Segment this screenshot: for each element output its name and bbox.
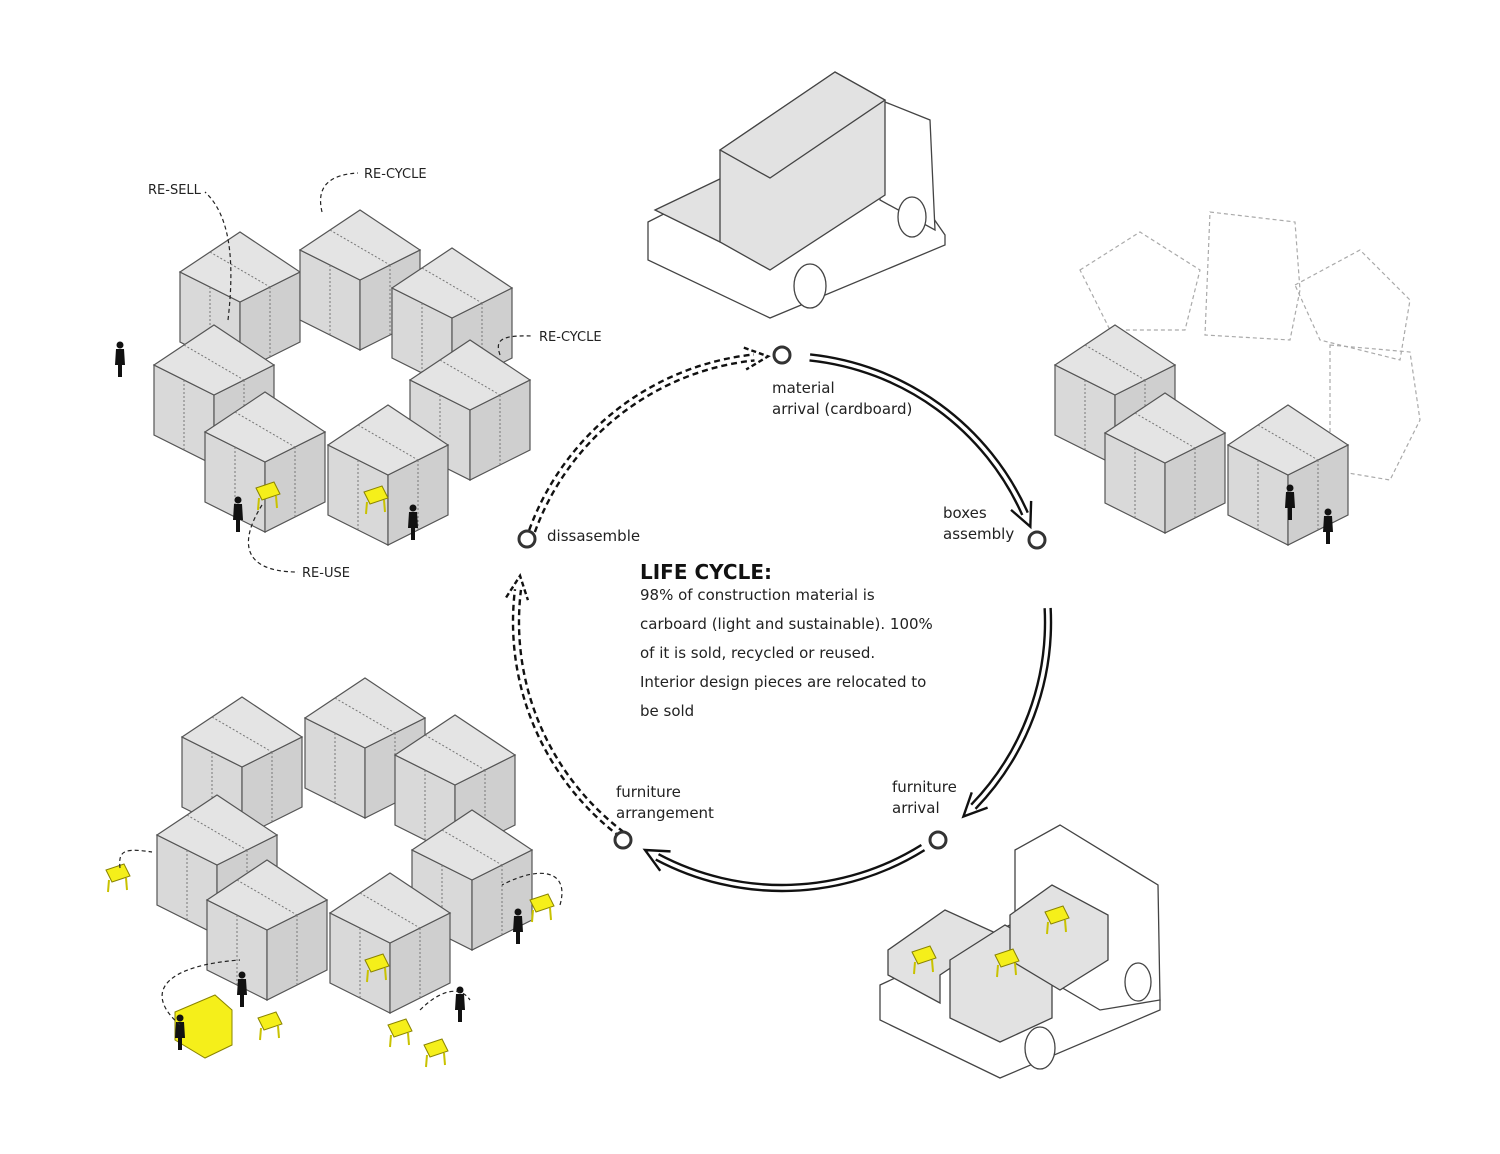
stage-label-boxes-line2: assembly (943, 525, 1014, 543)
stage-node-furniture-arrival (928, 830, 948, 850)
table-icon (105, 863, 131, 893)
life-cycle-title: LIFE CYCLE: (640, 560, 772, 584)
chair-icon (529, 893, 555, 923)
stage-label-material-line1: material (772, 379, 835, 397)
stage-node-furniture-arrangement (613, 830, 633, 850)
stage-label-material-line2: arrival (cardboard) (772, 400, 912, 418)
cycle-arc (974, 607, 1053, 810)
cycle-arc (970, 608, 1047, 806)
cycle-arc (655, 849, 926, 893)
stage-label-arrangement-line1: furniture (616, 783, 681, 801)
stage-label-arrangement-line2: arrangement (616, 804, 714, 822)
recycle-label-top: RE-CYCLE (364, 167, 427, 182)
stage-node-boxes-assembly (1027, 530, 1047, 550)
life-cycle-body-line: 98% of construction material is (640, 586, 875, 604)
walking-person-icon (115, 341, 125, 377)
life-cycle-body-line: be sold (640, 702, 694, 720)
cycle-arc (657, 844, 923, 887)
stage-label-boxes-line1: boxes (943, 504, 987, 522)
arrowhead-icon (743, 346, 771, 371)
resell-label: RE-SELL (148, 183, 202, 198)
cycle-arc (528, 353, 755, 531)
arrowhead-icon (961, 791, 989, 819)
arrowhead-icon (505, 573, 530, 601)
arrowhead-icon (1010, 500, 1033, 530)
truck-furniture-arrival (879, 824, 1161, 1079)
stage-label-dissasemble: dissasemble (547, 527, 640, 545)
module-ring-assembly (1054, 211, 1421, 546)
life-cycle-body-line: Interior design pieces are relocated to (640, 673, 926, 691)
truck-material-arrival (647, 71, 946, 319)
life-cycle-body-line: of it is sold, recycled or reused. (640, 644, 875, 662)
cycle-arc (517, 589, 625, 833)
stage-node-material-arrival (772, 345, 792, 365)
module-ring-furnished (105, 677, 563, 1068)
stage-label-furniture-arrival-line2: arrival (892, 799, 940, 817)
reuse-label: RE-USE (302, 566, 350, 581)
stool-icon (423, 1038, 449, 1068)
stage-node-dissasemble (517, 529, 537, 549)
module-ring-disassembly: RE-SELL RE-CYCLE RE-CYCLE RE-USE (115, 167, 602, 581)
stage-label-furniture-arrival-line1: furniture (892, 778, 957, 796)
cycle-arrows (505, 346, 1053, 893)
recycle-label-right: RE-CYCLE (539, 330, 602, 345)
cycle-arc (809, 359, 1024, 516)
cycle-arc (533, 359, 755, 533)
sofa-icon (174, 994, 233, 1059)
armchair-icon (387, 1018, 413, 1048)
life-cycle-body-line: carboard (light and sustainable). 100% (640, 615, 933, 633)
cycle-arc (511, 589, 621, 838)
chair-icon (257, 1011, 283, 1041)
arrowhead-icon (642, 848, 671, 872)
cycle-arc (809, 353, 1029, 514)
